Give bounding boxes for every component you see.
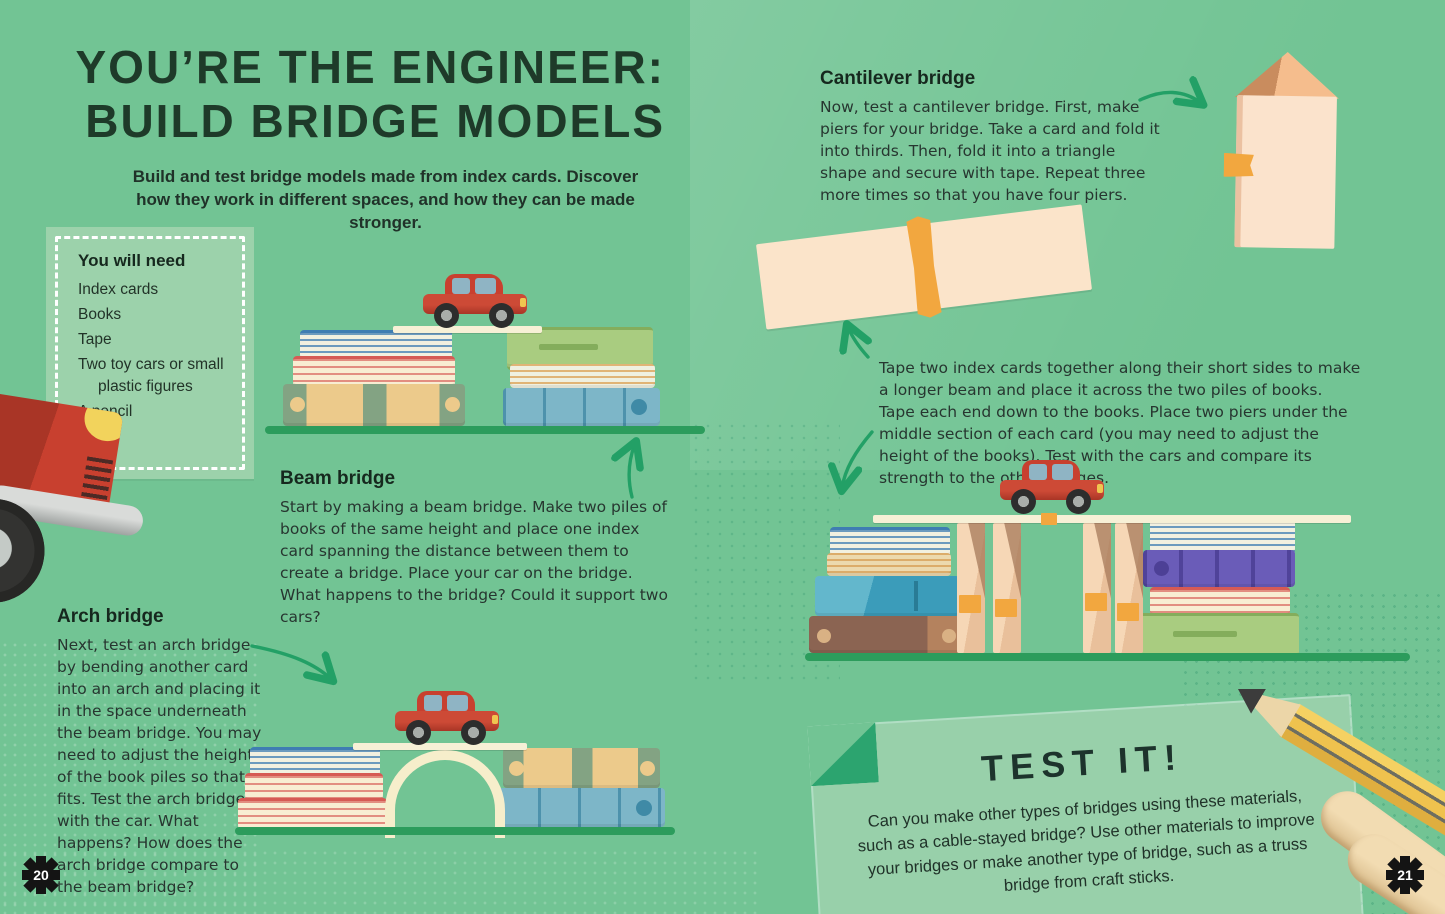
folded-pier-card-illustration [1226,51,1349,253]
materials-item: Tape [78,331,112,348]
materials-item: Index cards [78,281,159,298]
book [498,788,665,827]
tape-piece [1224,153,1254,178]
toy-car [395,691,499,745]
book [245,773,383,801]
toy-car [1000,460,1104,514]
intro-text: Build and test bridge models made from i… [132,167,639,232]
beam-bridge-body: Start by making a beam bridge. Make two … [280,498,668,626]
materials-heading: You will need [78,251,186,270]
car-wheel [489,303,514,328]
pier-card-top [1235,51,1340,99]
card-pier [1083,523,1111,653]
tape-piece [1085,593,1107,611]
grass-line [805,653,1410,661]
book [283,384,465,426]
beam-bridge-illustration [265,274,705,435]
card-pier [1115,523,1143,653]
toy-truck-illustration [0,392,167,611]
toy-car [423,274,527,328]
materials-item: Two toy cars or small plastic figures [78,356,224,395]
arch-bridge-heading: Arch bridge [57,606,164,627]
tape-piece [1117,603,1139,621]
car-window [424,695,442,711]
cantilever-bridge-heading: Cantilever bridge [820,68,976,89]
car-window [447,695,468,711]
book [503,748,660,788]
car-headlight [1097,484,1103,493]
index-card-deck [393,326,542,333]
book [503,388,660,426]
arch-bridge-body: Next, test an arch bridge by bending ano… [57,636,262,896]
card-arch [385,750,505,838]
card-pier [993,523,1021,653]
car-window [1052,464,1073,480]
cantilever-bridge-illustration [805,460,1410,661]
tape-piece [1041,513,1057,525]
car-headlight [520,298,526,307]
arch-bridge-section: Arch bridge Next, test an arch bridge by… [57,606,269,898]
truck-grille [80,456,114,504]
index-card-deck [353,743,527,750]
tape-piece [959,595,981,613]
page-number-left: 20 [33,867,49,883]
car-wheel [461,720,486,745]
gear-badge-left: 20 [22,856,60,894]
materials-box: You will need Index cards Books Tape Two… [46,227,254,479]
test-it-body: Can you make other types of bridges usin… [857,787,1316,895]
taped-index-cards-illustration [755,204,1093,330]
tape-piece [995,599,1017,617]
page-title: YOU’RE THE ENGINEER: BUILD BRIDGE MODELS [40,40,665,149]
cantilever-bridge-section: Cantilever bridge Now, test a cantilever… [820,68,1160,206]
car-window [452,278,470,294]
car-wheel [434,303,459,328]
car-window [1029,464,1047,480]
folded-corner [807,722,878,786]
book [293,356,455,387]
beam-bridge-heading: Beam bridge [280,468,396,489]
car-wheel [406,720,431,745]
book [510,364,655,388]
grass-line [265,426,705,434]
dashed-border [55,236,245,470]
arch-bridge-illustration [235,691,675,840]
book [827,553,951,576]
car-headlight [492,715,498,724]
beam-bridge-section: Beam bridge Start by making a beam bridg… [280,468,672,628]
car-wheel [1011,489,1036,514]
book [1143,550,1295,587]
book [1150,587,1290,616]
page-title-line1: YOU’RE THE ENGINEER: [75,41,665,93]
arrow-to-taped-cards [848,327,868,359]
book [815,576,960,616]
page-number-right: 21 [1397,867,1413,883]
gear-badge-right: 21 [1386,856,1424,894]
page-title-line2: BUILD BRIDGE MODELS [85,95,665,148]
card-pier [957,523,985,653]
car-window [475,278,496,294]
index-card-beam [873,515,1351,523]
book [809,616,965,653]
materials-item: Books [78,306,122,323]
grass-line [235,827,675,835]
cantilever-bridge-body: Now, test a cantilever bridge. First, ma… [820,98,1160,204]
car-wheel [1066,489,1091,514]
materials-list: Index cards Books Tape Two toy cars or s… [78,279,238,423]
book [238,798,387,831]
tape-piece [906,215,942,319]
